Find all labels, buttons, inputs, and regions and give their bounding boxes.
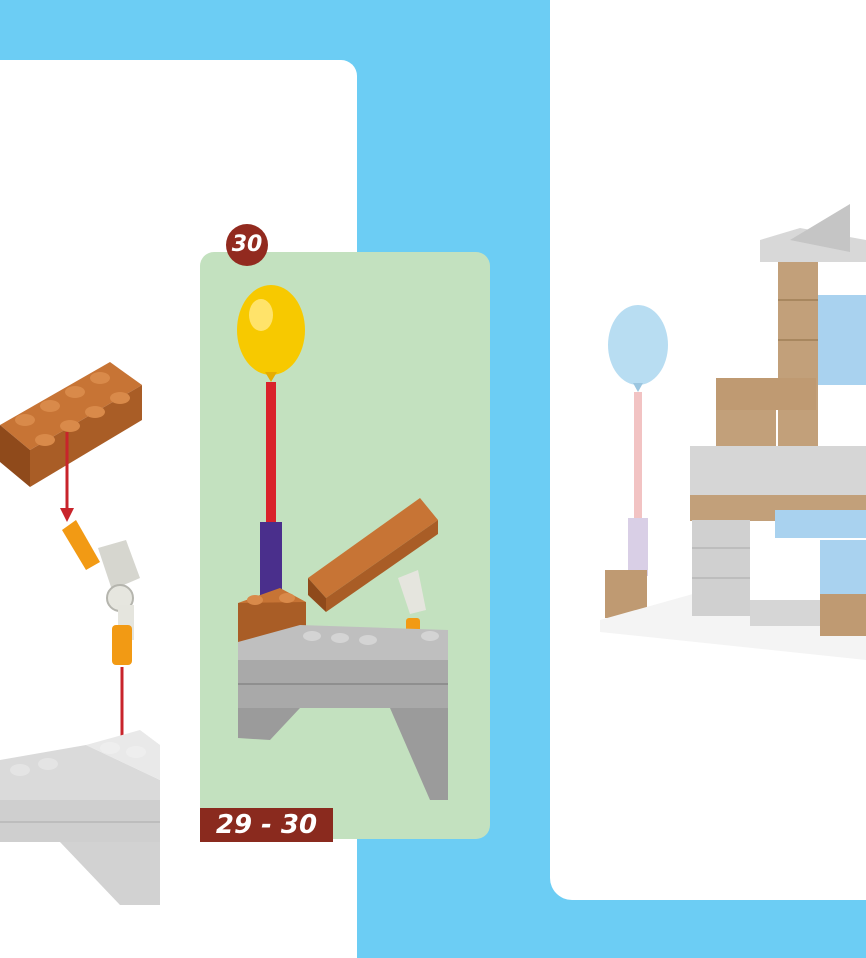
yellow-balloon: [237, 285, 305, 382]
gray-arch-base: [238, 625, 448, 800]
light-blue-balloon: [608, 305, 668, 392]
building-model: [690, 204, 866, 636]
brown-brick-2x4: [0, 362, 142, 487]
lavender-pole-base: [628, 518, 648, 576]
red-pole: [266, 382, 276, 527]
step-number-badge: 30: [226, 224, 268, 266]
step-range-label: 29 - 30: [200, 808, 333, 842]
angled-connector-piece: [62, 520, 140, 665]
pink-pole: [634, 392, 642, 522]
light-gray-arch-base: [0, 730, 160, 905]
